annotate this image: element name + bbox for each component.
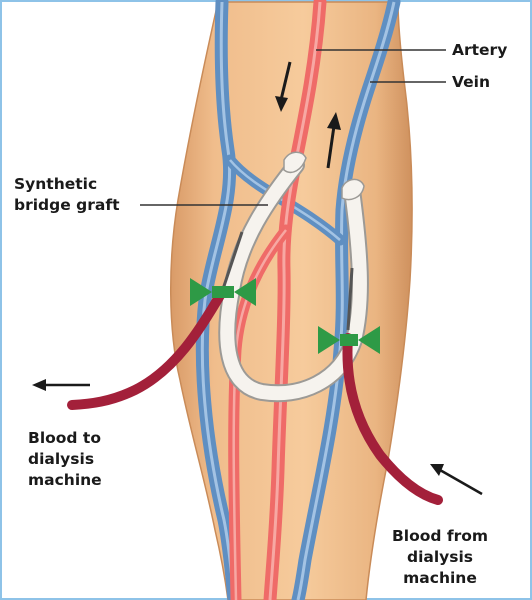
graft-arterial-end [283, 151, 307, 174]
tubing-left [67, 287, 227, 410]
vein-left-highlight [200, 1, 236, 600]
needle-left [220, 231, 244, 293]
arrow-out-left [32, 379, 90, 391]
clamp-right [318, 326, 380, 354]
label-synthetic-bridge-graft: Synthetic bridge graft [14, 175, 120, 214]
label-blood-to-dialysis: Blood to dialysis machine [28, 429, 102, 489]
vein-right-highlight [296, 1, 396, 600]
arrow-up-vein-flow [326, 112, 341, 169]
artery-main-highlight [268, 1, 322, 600]
needle-right [346, 267, 354, 331]
label-blood-from-dialysis: Blood from dialysis machine [391, 527, 489, 587]
bridge-graft-inner [220, 158, 367, 401]
graft-venous-end [341, 178, 365, 201]
arrow-in-right [430, 464, 483, 496]
label-artery: Artery [452, 41, 508, 59]
tubing-right [342, 333, 443, 505]
arrow-down-artery-flow [275, 61, 292, 112]
clamp-left [190, 278, 256, 306]
label-vein: Vein [452, 73, 491, 91]
